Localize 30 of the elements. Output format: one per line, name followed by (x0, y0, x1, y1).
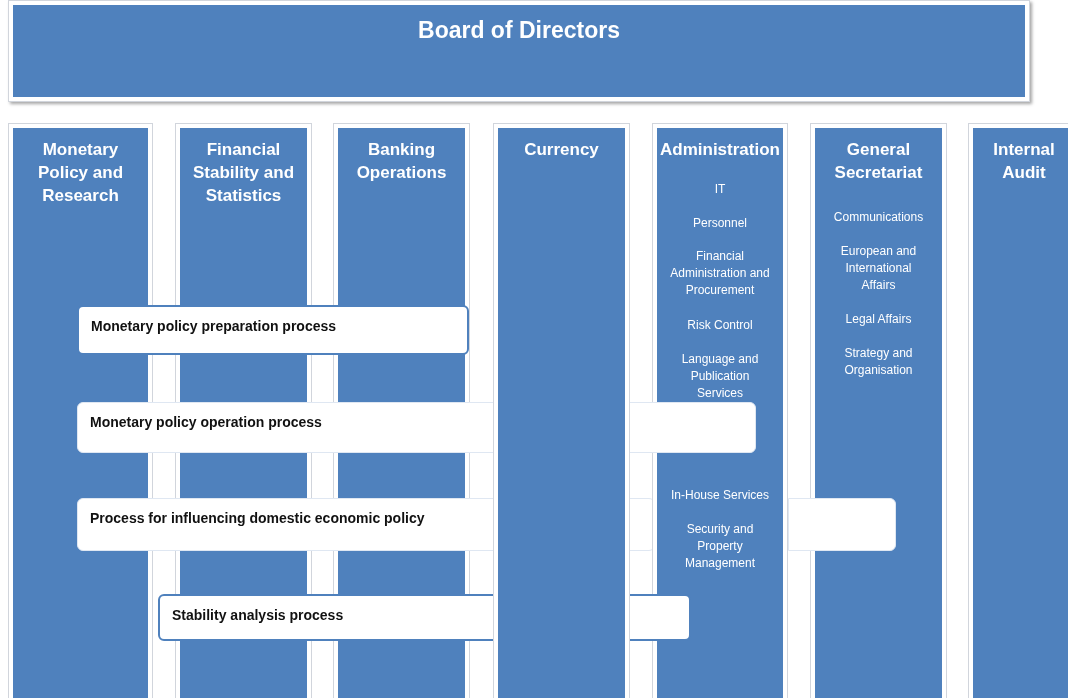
process-label: Monetary policy operation process (90, 413, 322, 432)
unit-label: Risk Control (687, 317, 753, 334)
unit-label: Security and Property Management (683, 521, 756, 572)
department-column (652, 123, 788, 698)
process-label: Process for influencing domestic economic policy (90, 509, 425, 528)
department-column (810, 123, 947, 698)
column-heading: Monetary Policy and Research (37, 139, 124, 207)
column-heading: Currency (524, 139, 599, 161)
unit-label: Strategy and Organisation (843, 345, 914, 379)
department-column (493, 123, 630, 698)
process-bar (77, 305, 469, 355)
column-heading: General Secretariat (833, 139, 924, 184)
column-heading: Administration (660, 139, 780, 161)
unit-label: Financial Administration and Procurement (669, 248, 771, 299)
department-column (968, 123, 1068, 698)
unit-label: In-House Services (670, 487, 769, 504)
unit-label: Language and Publication Services (680, 351, 760, 402)
unit-label: European and International Affairs (839, 243, 918, 294)
column-heading: Internal Audit (992, 139, 1056, 184)
column-heading: Financial Stability and Statistics (191, 139, 296, 207)
process-bar-end (788, 498, 896, 551)
process-label: Stability analysis process (172, 606, 344, 625)
board-title: Board of Directors (418, 16, 620, 45)
unit-label: Legal Affairs (845, 311, 912, 328)
unit-label: IT (714, 181, 726, 198)
unit-label: Communications (833, 209, 924, 226)
unit-label: Personnel (692, 215, 747, 232)
board-box (8, 0, 1030, 102)
process-label: Monetary policy preparation process (91, 317, 337, 336)
column-heading: Banking Operations (355, 139, 448, 184)
